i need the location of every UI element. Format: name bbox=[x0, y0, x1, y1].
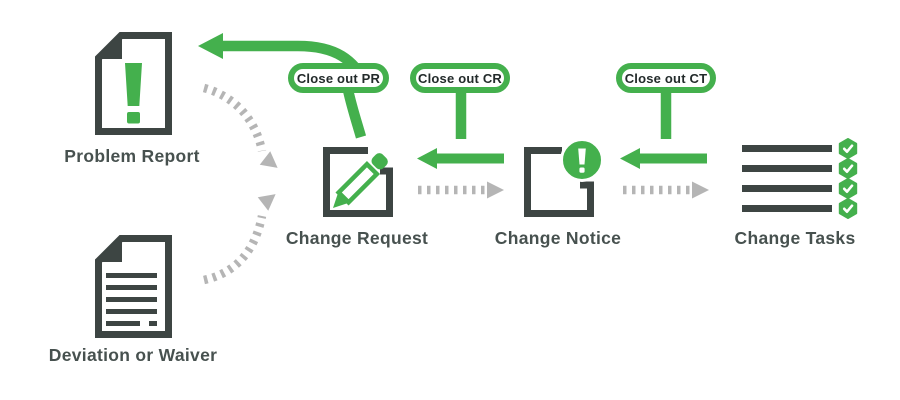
exclamation-mark bbox=[125, 63, 142, 106]
exclamation-mark bbox=[578, 148, 586, 165]
callout-label: Close out CT bbox=[624, 70, 708, 86]
edit-pencil-square-icon bbox=[323, 147, 393, 217]
flow-change-request-to-change-notice bbox=[418, 181, 504, 199]
callout-label: Close out PR bbox=[296, 70, 381, 86]
check-badge-icon bbox=[838, 198, 858, 219]
callout-close-out-cr: Close out CR bbox=[410, 63, 510, 93]
flow-deviation-waiver-to-change-request bbox=[202, 194, 276, 285]
alert-circle-icon bbox=[560, 138, 604, 182]
alert-circle-square-icon bbox=[524, 138, 604, 217]
arrowhead-icon bbox=[487, 181, 504, 199]
arrowhead-icon bbox=[417, 148, 437, 169]
flow-change-notice-to-change-tasks bbox=[623, 181, 709, 199]
check-badge-icon bbox=[838, 178, 858, 199]
pencil-icon bbox=[333, 153, 388, 208]
arrowhead-icon bbox=[257, 194, 276, 211]
arrowhead-icon bbox=[692, 181, 709, 199]
folded-corner bbox=[95, 32, 122, 59]
label-deviation-or-waiver: Deviation or Waiver bbox=[48, 345, 218, 365]
checklist-icon bbox=[742, 138, 858, 219]
return-arrow-to-change-request bbox=[417, 148, 504, 169]
text-lines bbox=[106, 273, 157, 326]
label-change-tasks: Change Tasks bbox=[734, 228, 856, 248]
arrowhead-icon bbox=[259, 151, 278, 168]
check-badge-icon bbox=[838, 158, 858, 179]
arrowhead-icon bbox=[620, 148, 640, 169]
document-exclamation-icon bbox=[95, 32, 172, 135]
arrowhead-icon bbox=[198, 33, 223, 59]
callout-stem-close-out-pr bbox=[342, 88, 367, 139]
label-change-notice: Change Notice bbox=[494, 228, 622, 248]
callout-close-out-pr: Close out PR bbox=[288, 63, 389, 93]
callout-close-out-ct: Close out CT bbox=[616, 63, 716, 93]
flow-problem-report-to-change-request bbox=[202, 83, 278, 168]
label-problem-report: Problem Report bbox=[64, 146, 200, 166]
task-bars bbox=[742, 145, 832, 212]
return-arrow-to-change-notice bbox=[620, 148, 707, 169]
document-text-icon bbox=[95, 235, 172, 338]
label-change-request: Change Request bbox=[285, 228, 429, 248]
folded-corner bbox=[95, 235, 122, 262]
callout-label: Close out CR bbox=[417, 70, 502, 86]
check-badge-icon bbox=[838, 138, 858, 159]
